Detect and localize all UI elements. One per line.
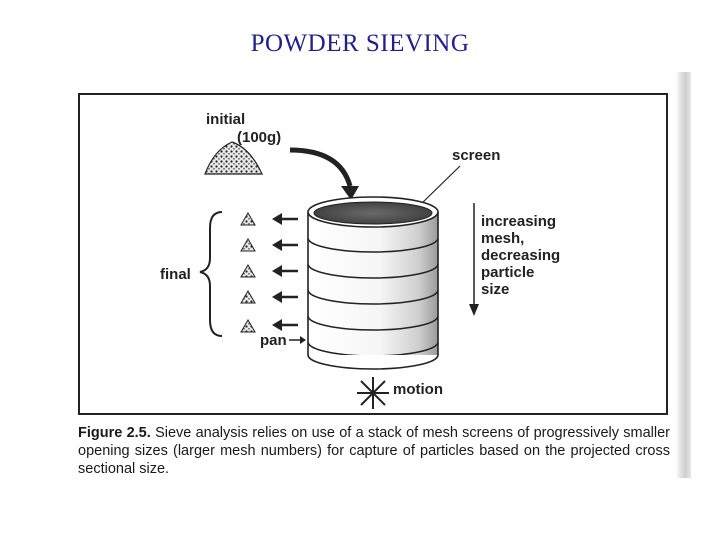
sieve-stack-body [308,212,438,355]
initial-powder-pile [204,141,263,175]
fraction-arrowhead [272,291,282,303]
fraction-arrowhead [272,239,282,251]
fraction-pile [240,319,256,333]
final-label: final [160,266,191,283]
fraction-row [240,290,298,304]
pour-arrowhead [341,186,359,200]
pan-label: pan [260,332,287,349]
pour-arrow [289,147,353,187]
screen-label: screen [452,147,501,164]
fraction-row [240,238,298,252]
figure-number: Figure 2.5. [78,425,151,441]
fraction-arrowhead [272,213,282,225]
fraction-row [240,264,298,278]
trend-label-line-5: size [481,281,510,298]
fraction-pile [240,212,256,226]
trend-arrowhead [469,304,479,316]
sieve-ring [307,315,439,331]
figure-caption: Figure 2.5. Sieve analysis relies on use… [78,424,670,478]
motion-label: motion [393,381,443,398]
final-brace [199,211,223,337]
top-screen [313,201,433,225]
caption-text: Sieve analysis relies on use of a stack … [78,425,671,477]
trend-label-line-4: particle [481,264,535,281]
sieve-bottom [307,354,439,370]
initial-label: initial [206,111,246,128]
sieve-ring [307,289,439,305]
trend-label-line-3: decreasing [481,247,561,264]
trend-label-line-1: increasing [481,213,557,230]
fraction-pile [240,264,256,278]
fraction-arrowhead [272,319,282,331]
motion-icon [357,377,389,409]
sieve-ring [307,263,439,279]
fraction-pile [240,238,256,252]
sieve-ring [307,237,439,253]
scan-page-edge [677,72,691,478]
trend-label-line-2: mesh, [481,230,525,247]
fraction-pile [240,290,256,304]
initial-mass-label: (100g) [237,129,282,146]
fraction-row [240,212,298,226]
slide-title: POWDER SIEVING [250,30,470,57]
figure-frame [78,93,668,415]
fraction-arrowhead [272,265,282,277]
pan-arrowhead [300,336,306,344]
fraction-row [240,319,298,333]
screen-pointer [419,165,461,206]
